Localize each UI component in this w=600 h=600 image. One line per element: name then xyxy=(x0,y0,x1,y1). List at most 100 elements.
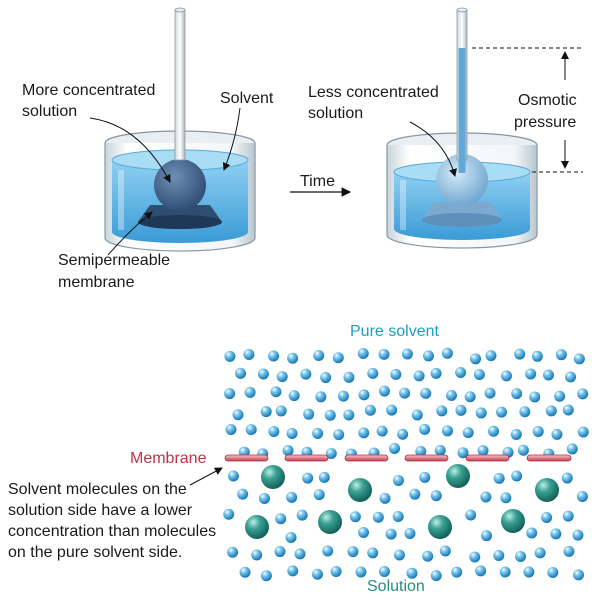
solvent-molecule xyxy=(313,349,325,361)
solvent-molecule xyxy=(500,492,512,504)
solvent-molecule xyxy=(367,547,379,559)
solvent-molecule xyxy=(376,425,388,437)
solvent-molecule xyxy=(333,429,345,441)
solvent-molecule xyxy=(563,545,575,557)
solvent-molecule xyxy=(422,550,434,562)
label-osmotic-line2: pressure xyxy=(514,114,576,131)
solvent-molecule xyxy=(469,551,481,563)
right-leader-line xyxy=(409,121,457,177)
membrane-segments xyxy=(224,454,572,462)
solvent-molecule xyxy=(343,371,355,383)
solvent-molecule xyxy=(430,570,442,582)
solvent-molecule xyxy=(576,490,588,502)
solute-molecule xyxy=(348,478,372,502)
left-beaker-setup xyxy=(104,7,256,252)
solvent-molecule xyxy=(462,427,474,439)
membrane-segment xyxy=(224,454,269,462)
solvent-molecule xyxy=(411,409,423,421)
solute-molecule xyxy=(535,478,559,502)
solvent-molecule xyxy=(258,492,270,504)
solvent-molecule xyxy=(303,408,315,420)
solvent-molecule xyxy=(406,567,418,579)
solvent-molecule xyxy=(324,409,336,421)
solvent-molecule xyxy=(224,350,236,362)
solvent-molecule xyxy=(276,371,288,383)
solvent-molecule xyxy=(415,445,427,457)
solvent-molecule xyxy=(285,532,297,544)
membrane-segment xyxy=(284,454,329,462)
solvent-molecule xyxy=(455,367,467,379)
solvent-molecule xyxy=(378,385,390,397)
explanation-line4: on the pure solvent side. xyxy=(8,544,182,561)
solvent-molecule xyxy=(275,405,287,417)
solvent-molecule xyxy=(422,350,434,362)
solvent-molecule xyxy=(475,565,487,577)
left-leader-lines xyxy=(89,107,241,256)
solvent-molecule xyxy=(372,511,384,523)
solvent-molecule xyxy=(300,368,312,380)
membrane-segment xyxy=(526,454,572,462)
solvent-molecule xyxy=(397,428,409,440)
label-membrane-line1: Semipermeable xyxy=(58,252,170,269)
solvent-molecule xyxy=(312,427,324,439)
label-less-concentrated-line1: Less concentrated xyxy=(308,84,439,101)
solvent-molecule xyxy=(357,347,369,359)
solvent-molecule xyxy=(543,369,555,381)
solvent-molecule xyxy=(358,389,370,401)
solvent-molecule xyxy=(532,426,544,438)
solvent-molecule xyxy=(481,530,493,542)
solvent-molecule xyxy=(430,490,442,502)
solvent-molecule xyxy=(561,472,573,484)
solvent-molecule xyxy=(511,388,523,400)
solvent-molecule xyxy=(239,566,251,578)
solvent-molecule xyxy=(451,566,463,578)
solvent-molecule xyxy=(286,491,298,503)
solvent-molecule xyxy=(286,428,298,440)
solvent-molecule xyxy=(390,368,402,380)
solvent-molecule xyxy=(493,472,505,484)
solvent-molecule xyxy=(237,488,249,500)
solvent-molecule xyxy=(386,404,398,416)
solvent-molecule xyxy=(523,566,535,578)
solvent-molecule xyxy=(547,566,559,578)
solvent-molecule xyxy=(485,350,497,362)
solvent-molecule xyxy=(554,390,566,402)
solvent-molecule xyxy=(358,527,370,539)
solvent-molecule xyxy=(322,545,334,557)
solvent-molecule xyxy=(480,491,492,503)
solvent-molecule xyxy=(534,547,546,559)
solvent-molecule xyxy=(545,405,557,417)
solvent-molecule xyxy=(224,388,236,400)
left-tube xyxy=(174,9,186,161)
solvent-molecule xyxy=(232,409,244,421)
solvent-molecule xyxy=(488,425,500,437)
solute-molecule xyxy=(318,510,342,534)
solvent-molecule xyxy=(355,566,367,578)
solvent-molecule xyxy=(519,406,531,418)
solute-molecule xyxy=(501,509,525,533)
solute-molecule xyxy=(446,464,470,488)
solvent-molecule xyxy=(245,424,257,436)
solvent-molecule xyxy=(257,368,269,380)
solvent-molecule xyxy=(235,367,247,379)
solvent-molecule xyxy=(526,527,538,539)
solvent-molecule xyxy=(441,425,453,437)
solvent-molecule xyxy=(268,350,280,362)
solvent-molecule xyxy=(514,348,526,360)
solvent-molecule xyxy=(436,405,448,417)
solvent-molecule xyxy=(244,386,256,398)
solvent-molecule xyxy=(484,387,496,399)
solvent-molecule xyxy=(287,352,299,364)
left-bulb xyxy=(154,159,206,211)
right-bulb xyxy=(436,154,488,206)
solvent-molecule xyxy=(499,566,511,578)
solvent-molecule xyxy=(364,404,376,416)
solvent-molecule xyxy=(551,428,563,440)
solvent-molecule xyxy=(420,387,432,399)
membrane-segment xyxy=(465,454,510,462)
solvent-molecule xyxy=(393,549,405,561)
solvent-molecule xyxy=(315,391,327,403)
solvent-molecule xyxy=(511,470,523,482)
solvent-molecule xyxy=(302,472,314,484)
solvent-molecule xyxy=(477,445,489,457)
